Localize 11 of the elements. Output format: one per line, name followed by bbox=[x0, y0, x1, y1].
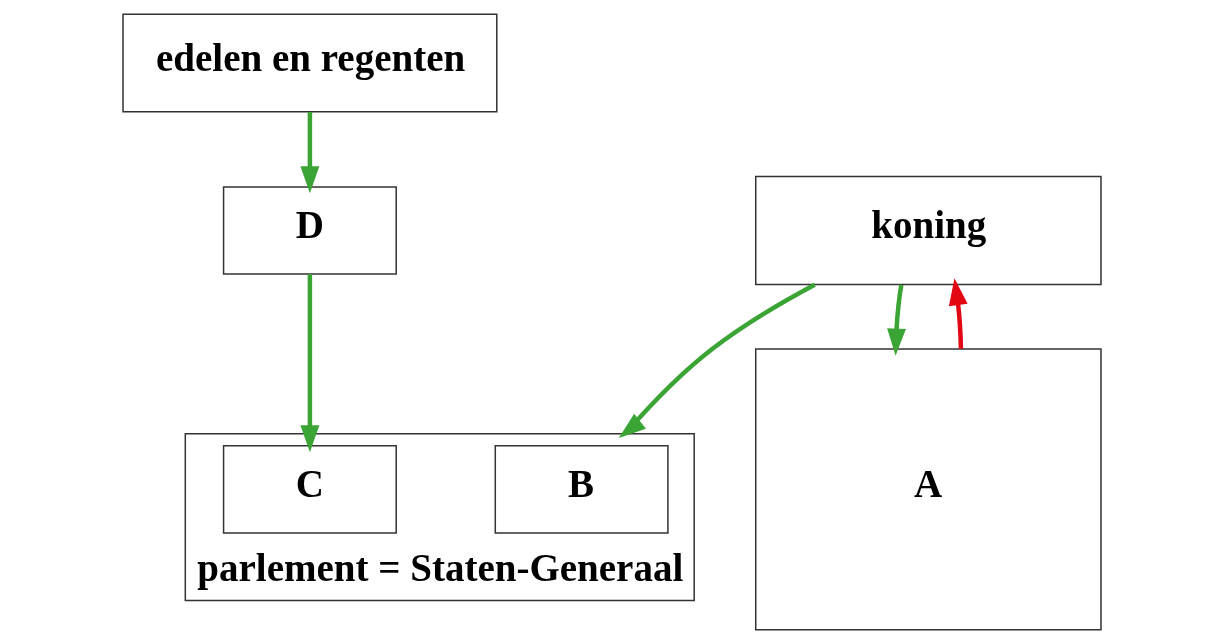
node-box: edelen en regenten bbox=[121, 13, 498, 113]
arrow bbox=[618, 282, 816, 439]
arrow bbox=[948, 278, 968, 349]
node-box: B bbox=[494, 445, 669, 534]
node-box: koning bbox=[754, 175, 1102, 286]
arrow bbox=[299, 274, 319, 453]
arrow bbox=[299, 112, 319, 194]
node-box: D bbox=[222, 186, 397, 275]
node-box: A bbox=[754, 348, 1102, 631]
node-box: C bbox=[222, 445, 397, 534]
arrow bbox=[886, 284, 906, 356]
